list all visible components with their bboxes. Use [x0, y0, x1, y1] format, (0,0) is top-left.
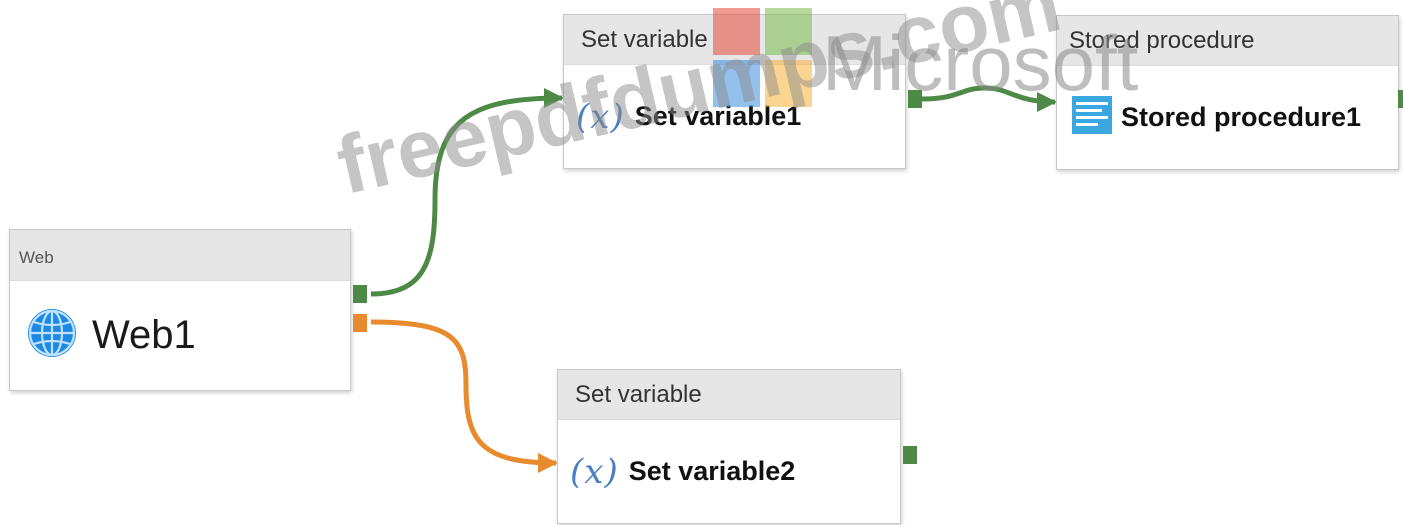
- activity-body: Web1: [10, 281, 350, 390]
- logo-square-blue: [713, 60, 760, 107]
- connector-web1-to-setvariable2[interactable]: [370, 319, 558, 473]
- activity-body: (x) Set variable2: [558, 420, 900, 523]
- activity-name: Web1: [92, 313, 196, 357]
- failure-output-port[interactable]: [353, 314, 367, 332]
- logo-square-red: [713, 8, 760, 55]
- microsoft-logo-watermark: [713, 8, 813, 108]
- activity-type-label: Set variable: [558, 370, 900, 420]
- activity-body: Stored procedure1: [1057, 66, 1398, 169]
- activity-web1[interactable]: Web Web1: [9, 229, 351, 391]
- success-output-port[interactable]: [908, 90, 922, 108]
- microsoft-watermark-text: Microsoft: [822, 19, 1139, 107]
- globe-icon: [26, 307, 78, 364]
- activity-name: Stored procedure1: [1121, 102, 1362, 132]
- success-output-port[interactable]: [353, 285, 367, 303]
- variable-x-icon: (x): [570, 451, 619, 492]
- success-output-port[interactable]: [1398, 90, 1403, 108]
- variable-x-icon: (x): [576, 96, 625, 137]
- logo-square-green: [765, 8, 812, 55]
- activity-stored-procedure1[interactable]: Stored procedure Stored procedure1: [1056, 15, 1399, 170]
- activity-name: Set variable2: [628, 456, 796, 486]
- logo-square-yellow: [765, 60, 812, 107]
- success-output-port[interactable]: [903, 446, 917, 464]
- stored-procedure-icon: [1071, 95, 1113, 140]
- activity-type-label: Stored procedure: [1057, 16, 1398, 66]
- activity-set-variable2[interactable]: Set variable (x) Set variable2: [557, 369, 901, 524]
- activity-type-label: Web: [10, 230, 350, 281]
